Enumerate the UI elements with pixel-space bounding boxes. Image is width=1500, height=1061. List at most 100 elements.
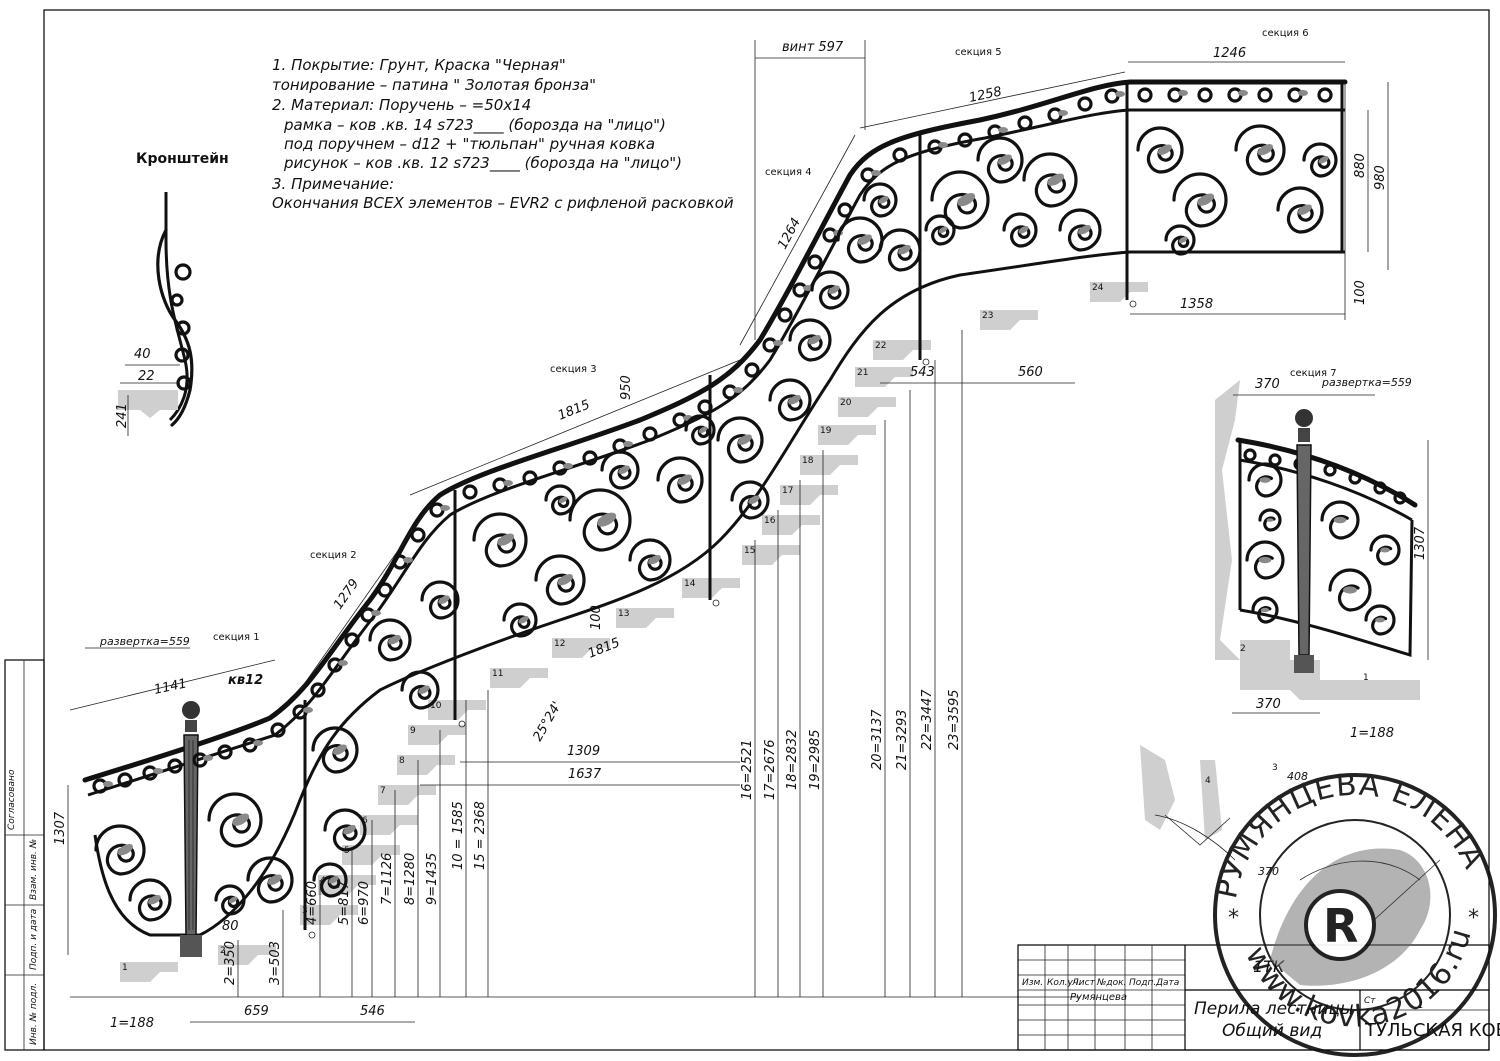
height-dim-label: 16=2521	[740, 739, 755, 800]
section-7-detail: 370 развертка=559 1307 370 1=188 2 1	[1215, 376, 1429, 741]
height-dim-label: 17=2676	[763, 739, 778, 800]
section-6-label: секция 6	[1262, 28, 1309, 39]
height-dim-label: 23=3595	[947, 689, 962, 750]
section-7-label: секция 7	[1290, 368, 1337, 379]
step-number: 1	[122, 963, 128, 973]
tb-sheet-label: Ст	[1364, 996, 1376, 1006]
dim-560: 560	[1018, 365, 1043, 380]
tb-head-date: Дата	[1155, 978, 1179, 988]
tb-head-sign: Подп.	[1129, 978, 1156, 988]
dim-1307: 1307	[53, 811, 68, 845]
note-line-3: 2. Материал: Поручень – =50х14	[272, 96, 531, 114]
dim-angle: 25°24'	[530, 699, 565, 744]
s7-dim-1188: 1=188	[1350, 726, 1394, 741]
svg-text:2: 2	[1240, 644, 1246, 654]
left-margin-stamp: Согласовано Инв. № подл. Подп. и дата Вз…	[4, 659, 45, 1051]
title-block: Изм. Кол.уч. Лист №док. Подп. Дата Румян…	[1017, 944, 1500, 1051]
section-4-label: секция 4	[765, 167, 812, 178]
step-number: 10	[430, 701, 442, 711]
section-3-label: секция 3	[550, 364, 597, 375]
dim-1358: 1358	[1180, 297, 1213, 312]
dim-vint-597: винт 597	[782, 40, 844, 55]
step-number: 12	[554, 639, 565, 649]
height-dim-label: 18=2832	[785, 729, 800, 790]
dim-1264: 1264	[775, 216, 804, 252]
tb-author: Румянцева	[1070, 992, 1127, 1003]
height-dim-label: 2=350	[223, 941, 238, 985]
note-line-2: тонирование – патина " Золотая бронза"	[272, 76, 596, 94]
s7-dim-1307: 1307	[1413, 526, 1428, 560]
section-5-label: секция 5	[955, 47, 1002, 58]
s7-dim-razvertka: развертка=559	[1321, 376, 1412, 389]
height-dim-label: 9=1435	[425, 853, 440, 905]
step-number: 14	[684, 579, 696, 589]
dim-546: 546	[360, 1004, 385, 1019]
note-line-6: рисунок – ков .кв. 12 s723____ (борозда …	[283, 154, 682, 173]
section-labels: секция 1 секция 2 секция 3 секция 4 секц…	[213, 28, 1337, 643]
step-number: 21	[857, 368, 868, 378]
s7-dim-370-bottom: 370	[1256, 697, 1281, 712]
step-number: 6	[362, 816, 368, 826]
stamp-letter: R	[1323, 899, 1358, 953]
tb-head-doc: №док.	[1096, 978, 1126, 988]
dim-880: 880	[1353, 153, 1368, 178]
dim-1309: 1309	[567, 744, 600, 759]
step-number: 24	[1092, 283, 1104, 293]
step-number: 23	[982, 311, 993, 321]
step-number: 15	[744, 546, 755, 556]
bracket-dim-241: 241	[115, 403, 130, 428]
dim-1246: 1246	[1213, 46, 1246, 61]
inset-step-3: 3	[1272, 763, 1278, 773]
height-dim-label: 6=970	[357, 881, 372, 925]
step-number: 20	[840, 398, 852, 408]
svg-text:*: *	[1468, 906, 1479, 931]
inset-dim-408: 408	[1287, 770, 1308, 783]
side-label-agreed: Согласовано	[7, 769, 17, 830]
note-line-7: 3. Примечание:	[272, 175, 394, 193]
height-dim-label: 19=2985	[808, 729, 823, 790]
height-dim-label: 10 = 1585	[451, 801, 466, 870]
step-number: 9	[410, 726, 416, 736]
note-line-5: под поручнем – d12 + "тюльпан" ручная ко…	[284, 135, 655, 153]
inset-dim-370: 370	[1258, 865, 1279, 878]
dim-100-right: 100	[1353, 280, 1368, 305]
note-line-1: 1. Покрытие: Грунт, Краска "Черная"	[272, 56, 566, 74]
author-stamp: РУМЯНЦЕВА ЕЛЕНА www.kovka2016.ru * * R	[1209, 768, 1497, 1057]
dim-1637: 1637	[568, 767, 602, 782]
dim-1141: 1141	[153, 676, 188, 698]
main-railing	[82, 79, 1348, 957]
height-dim-label: 4=660	[305, 881, 320, 925]
tb-head-list: Лист	[1071, 978, 1096, 988]
newel-post	[180, 701, 202, 957]
dim-80: 80	[222, 919, 239, 934]
section-2-label: секция 2	[310, 550, 357, 561]
tb-head-kol: Кол.уч.	[1047, 978, 1081, 988]
section-1-label: секция 1	[213, 632, 260, 643]
bracket-title: Кронштейн	[136, 151, 229, 167]
dim-1188: 1=188	[110, 1016, 154, 1031]
dim-543: 543	[910, 365, 935, 380]
side-label-replace-inv: Взам. инв. №	[29, 839, 39, 900]
stair-plan-inset: 4 3 408 370	[1140, 745, 1308, 878]
height-dim-label: 15 = 2368	[473, 801, 488, 870]
step-number: 2	[220, 946, 226, 956]
dim-kv12: кв12	[228, 673, 263, 688]
height-dim-label: 21=3293	[895, 709, 910, 770]
dim-100-mid: 100	[589, 605, 604, 630]
height-dim-label: 22=3447	[920, 689, 935, 750]
step-number: 8	[399, 756, 405, 766]
step-number: 17	[782, 486, 793, 496]
svg-text:*: *	[1228, 906, 1239, 931]
side-label-inv-orig: Инв. № подл.	[29, 983, 39, 1045]
tb-sheet-no: 1	[1418, 1001, 1424, 1011]
height-dim-label: 20=3137	[870, 709, 885, 770]
bracket-dim-22: 22	[138, 369, 155, 384]
step-number: 7	[380, 786, 386, 796]
step-number: 16	[764, 516, 776, 526]
dim-1815-top: 1815	[556, 397, 592, 423]
tb-name-1: Перила лестницы	[1194, 999, 1354, 1019]
sheet-frame	[43, 9, 1490, 1051]
